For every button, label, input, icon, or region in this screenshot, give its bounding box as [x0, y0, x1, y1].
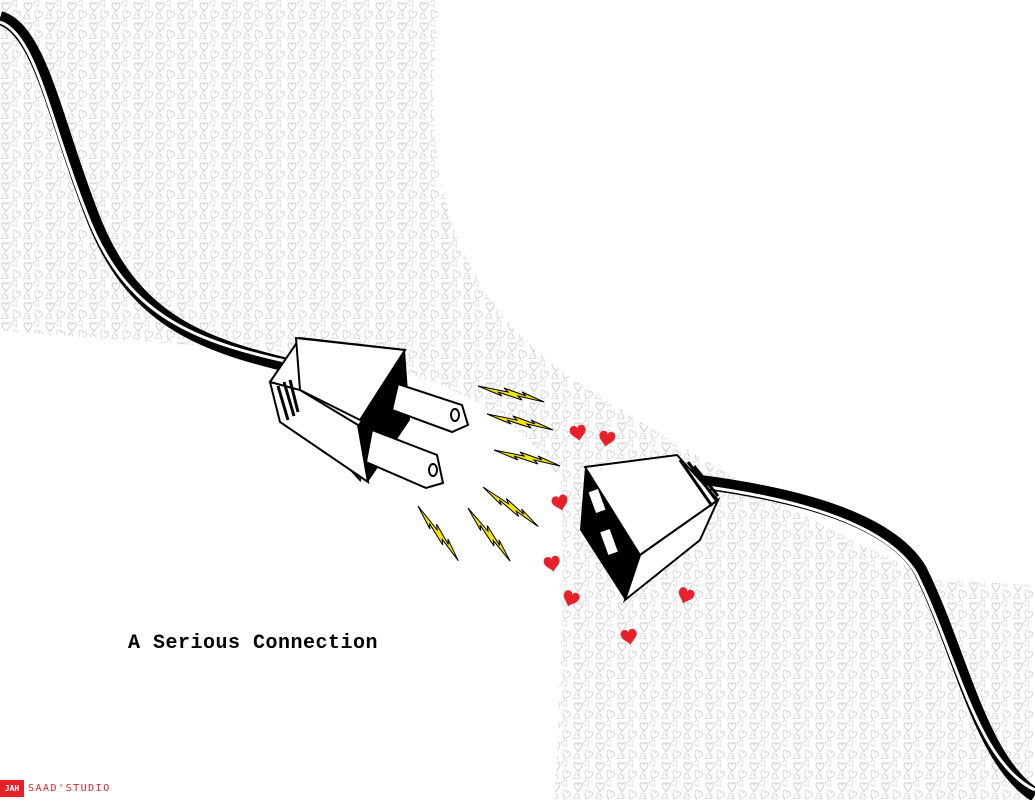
plug: [268, 336, 470, 490]
bolt-icon: [476, 486, 545, 528]
studio-logo: JAH SAAD'STUDIO: [0, 780, 111, 797]
right-cord: [699, 475, 1035, 800]
studio-name: SAAD'STUDIO: [28, 783, 111, 794]
poster-title: A Serious Connection: [128, 632, 379, 655]
logo-mark: JAH: [0, 780, 24, 797]
socket: [580, 453, 721, 603]
left-cord: [0, 11, 302, 375]
bolt-icon: [457, 507, 521, 562]
heart-icon: [542, 555, 562, 574]
bolt-icon: [407, 505, 470, 562]
